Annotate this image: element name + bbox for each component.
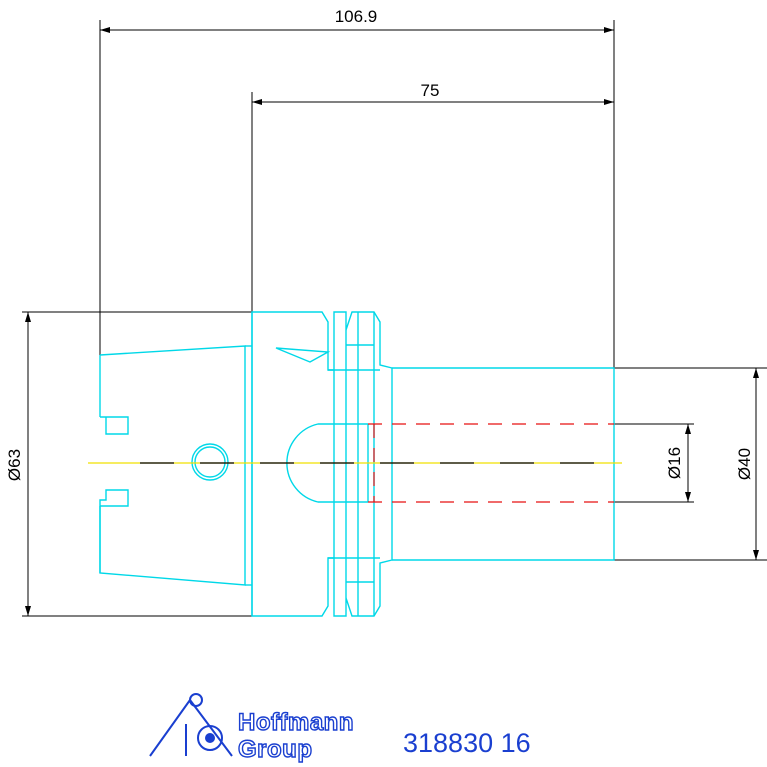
- logo-line2: Group: [238, 736, 313, 763]
- flange-diameter-label: Ø63: [5, 449, 24, 481]
- dimension-overall-length: 106.9: [99, 7, 615, 368]
- projection-length-label: 75: [421, 81, 440, 100]
- article-number: 318830 16: [403, 728, 531, 758]
- logo-emblem-icon: [149, 693, 233, 757]
- logo-line1: Hoffmann: [238, 709, 354, 736]
- bore-hidden-lines: [368, 423, 614, 503]
- dimension-shank-diameter: Ø40: [614, 367, 767, 561]
- dimension-projection-length: 75: [251, 81, 614, 312]
- overall-length-label: 106.9: [335, 7, 378, 26]
- hoffmann-group-logo: Hoffmann Group: [149, 693, 354, 764]
- dimension-flange-diameter: Ø63: [5, 311, 252, 617]
- bore-diameter-label: Ø16: [665, 447, 684, 479]
- tool-holder-outline: [99, 311, 615, 617]
- shank-diameter-label: Ø40: [735, 448, 754, 480]
- dimension-bore-diameter: Ø16: [614, 423, 694, 503]
